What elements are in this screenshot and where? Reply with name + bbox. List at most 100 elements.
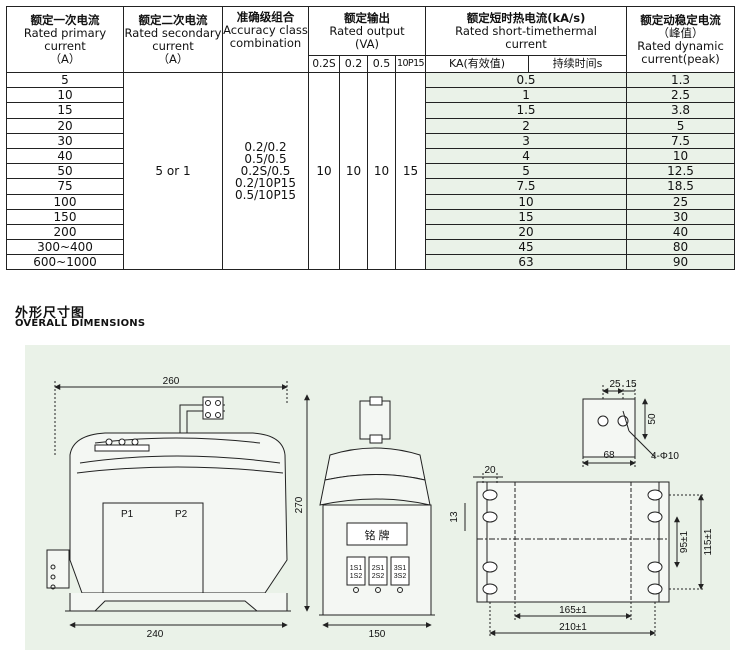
front-dim-top-label: 260 bbox=[163, 376, 180, 387]
header-thermal-current: 额定短时热电流(kA/s) Rated short-timethermal cu… bbox=[425, 6, 628, 56]
cell-dynamic-current: 30 bbox=[626, 208, 736, 225]
accuracy-item: 0.5/10P15 bbox=[235, 188, 296, 203]
cell-primary-current: 100 bbox=[6, 193, 124, 210]
front-dim-bottom-label: 240 bbox=[147, 629, 164, 640]
base-dim-210: 210±1 bbox=[559, 622, 587, 633]
cell-dynamic-current: 7.5 bbox=[626, 132, 736, 149]
detail-hole-spec: 4-Φ10 bbox=[651, 451, 679, 462]
accuracy-item: 0.2S/0.5 bbox=[240, 164, 291, 179]
terminal-2s2: 2S2 bbox=[372, 573, 385, 580]
cell-dynamic-current: 18.5 bbox=[626, 178, 736, 195]
detail-dim-68: 68 bbox=[603, 450, 615, 461]
hole-detail-view: 25 15 50 68 4-Φ10 bbox=[582, 379, 679, 469]
dimension-drawing: 260 P1 P2 240 270 bbox=[25, 345, 730, 650]
cell-dynamic-current: 10 bbox=[626, 147, 736, 165]
cell-output-3: 15 bbox=[394, 71, 427, 271]
cell-primary-current: 50 bbox=[6, 163, 124, 180]
cell-dynamic-current: 90 bbox=[626, 254, 736, 271]
front-dim-height-label: 270 bbox=[294, 496, 305, 513]
cell-primary-current: 150 bbox=[6, 208, 124, 225]
terminal-3s2: 3S2 bbox=[394, 573, 407, 580]
base-plate bbox=[476, 481, 670, 603]
cell-thermal-current: 3 bbox=[425, 132, 628, 149]
cell-output-1: 10 bbox=[339, 71, 368, 271]
cell-output-2: 10 bbox=[367, 71, 396, 271]
detail-dim-25: 25 bbox=[609, 379, 621, 390]
cell-dynamic-current: 80 bbox=[626, 239, 736, 256]
header-output-02s: 0.2S bbox=[308, 55, 340, 73]
detail-dim-50: 50 bbox=[647, 413, 658, 425]
nameplate bbox=[346, 522, 408, 546]
cell-primary-current: 200 bbox=[6, 223, 124, 241]
cell-primary-current: 15 bbox=[6, 102, 124, 119]
header-accuracy-class: 准确级组合 Accuracy class combination bbox=[222, 6, 309, 73]
base-dim-165: 165±1 bbox=[559, 605, 587, 616]
cell-thermal-current: 45 bbox=[425, 239, 628, 256]
cell-dynamic-current: 2.5 bbox=[626, 87, 736, 104]
cell-primary-current: 300~400 bbox=[6, 239, 124, 256]
terminal-1s1: 1S1 bbox=[350, 565, 363, 572]
header-output-05: 0.5 bbox=[367, 55, 396, 73]
section-title-en: OVERALL DIMENSIONS bbox=[15, 318, 146, 329]
spec-table-container: 额定一次电流 Rated primary current （A） 额定二次电流 … bbox=[6, 6, 736, 286]
header-primary-current: 额定一次电流 Rated primary current （A） bbox=[6, 6, 124, 73]
base-plate-view: 20 13 95±1 115±1 165±1 210±1 bbox=[449, 465, 714, 637]
cell-dynamic-current: 25 bbox=[626, 193, 736, 210]
base-dim-13: 13 bbox=[449, 511, 460, 523]
cell-thermal-current: 5 bbox=[425, 163, 628, 180]
cell-primary-current: 40 bbox=[6, 147, 124, 165]
header-duration: 持续时间s bbox=[528, 55, 628, 73]
cell-dynamic-current: 5 bbox=[626, 117, 736, 134]
terminal-3s1: 3S1 bbox=[394, 565, 407, 572]
header-output-10p15: 10P15 bbox=[394, 55, 427, 73]
base-dim-20: 20 bbox=[484, 465, 496, 476]
cell-dynamic-current: 1.3 bbox=[626, 71, 736, 89]
terminal-2s1: 2S1 bbox=[372, 565, 385, 572]
cell-thermal-current: 15 bbox=[425, 208, 628, 225]
header-output-02: 0.2 bbox=[339, 55, 368, 73]
drawing-svg: 260 P1 P2 240 270 bbox=[46, 376, 714, 640]
cell-thermal-current: 1 bbox=[425, 87, 628, 104]
cell-thermal-current: 10 bbox=[425, 193, 628, 210]
cell-dynamic-current: 12.5 bbox=[626, 163, 736, 180]
label-p2: P2 bbox=[175, 509, 188, 520]
cell-primary-current: 75 bbox=[6, 178, 124, 195]
cell-dynamic-current: 40 bbox=[626, 223, 736, 241]
cell-primary-current: 5 bbox=[6, 71, 124, 89]
base-dim-95: 95±1 bbox=[679, 530, 690, 553]
header-ka-rms: KA(有效值) bbox=[425, 55, 530, 73]
accuracy-item: 0.5/0.5 bbox=[244, 152, 287, 167]
front-view: 260 P1 P2 240 270 bbox=[46, 376, 310, 640]
spec-table: 额定一次电流 Rated primary current （A） 额定二次电流 … bbox=[6, 6, 736, 271]
section-heading: 外形尺寸图 OVERALL DIMENSIONS bbox=[6, 302, 734, 332]
section-title-zh: 外形尺寸图 bbox=[15, 306, 86, 321]
cell-thermal-current: 7.5 bbox=[425, 178, 628, 195]
terminal-1s2: 1S2 bbox=[350, 573, 363, 580]
base-dim-115: 115±1 bbox=[703, 528, 714, 555]
cell-primary-current: 600~1000 bbox=[6, 254, 124, 271]
header-rated-output: 额定输出 Rated output (VA) bbox=[307, 6, 427, 56]
cell-thermal-current: 0.5 bbox=[425, 71, 628, 89]
cell-thermal-current: 2 bbox=[425, 117, 628, 134]
cell-output-0: 10 bbox=[308, 71, 340, 271]
nameplate-label: 铭 牌 bbox=[364, 528, 389, 542]
accuracy-item: 0.2/10P15 bbox=[235, 176, 296, 191]
cell-thermal-current: 1.5 bbox=[425, 102, 628, 119]
side-view: 铭 牌 1S1 1S2 2S1 2S2 3S1 3S2 150 bbox=[319, 396, 435, 640]
cell-primary-current: 30 bbox=[6, 132, 124, 149]
cell-thermal-current: 63 bbox=[425, 254, 628, 271]
cell-primary-current: 20 bbox=[6, 117, 124, 134]
cell-dynamic-current: 3.8 bbox=[626, 102, 736, 119]
accuracy-item: 0.2/0.2 bbox=[244, 140, 287, 155]
label-p1: P1 bbox=[121, 509, 134, 520]
detail-dim-15: 15 bbox=[625, 379, 637, 390]
